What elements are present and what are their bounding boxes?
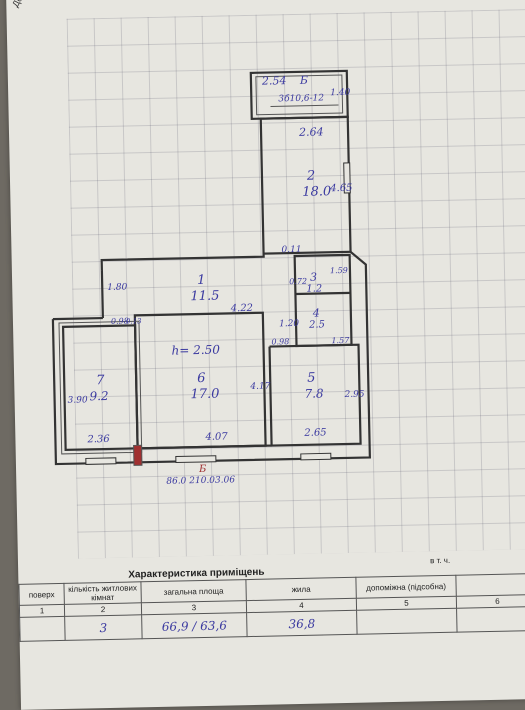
room-6-ceiling-height: h= 2.50 <box>171 343 220 358</box>
entrance-note: 86.0 210.03.06 <box>166 475 235 486</box>
room-3-number: 3 <box>310 271 317 284</box>
room-7-outline <box>61 324 139 451</box>
room-2-number: 2 <box>306 169 316 184</box>
col-floor: поверх <box>18 583 65 606</box>
col-extra <box>455 573 525 597</box>
col-total-area: загальна площа <box>140 579 247 603</box>
floor-plan: 2.54 Б 1.40 3б10,6-12 2.64 2 18.0 4.65 1… <box>51 69 371 487</box>
room-4-area: 2.5 <box>308 319 325 330</box>
room-1-area: 11.5 <box>190 289 219 305</box>
room-1-top-wall <box>100 253 265 271</box>
room-5-width: 2.65 <box>303 427 326 438</box>
room-2-height: 4.65 <box>329 183 352 194</box>
misc-dim-1: 0.11 <box>281 245 301 255</box>
misc-dim-4: 0.13 <box>126 317 142 325</box>
room-1-dim2: 1.80 <box>107 283 128 293</box>
value-total-area: 66,9 / 63,6 <box>141 612 248 639</box>
room-2-width: 2.64 <box>298 125 324 139</box>
document-sheet: 2.54 Б 1.40 3б10,6-12 2.64 2 18.0 4.65 1… <box>6 0 525 710</box>
misc-dim-3: 0.98 <box>111 317 129 326</box>
room-6-number: 6 <box>197 371 206 386</box>
room-7-number: 7 <box>96 373 105 388</box>
room-6-height: 4.17 <box>249 382 271 392</box>
room-6-width: 4.07 <box>204 431 228 442</box>
room-5-area: 7.8 <box>304 386 324 400</box>
room-4-number: 4 <box>312 306 320 319</box>
room-7-height: 3.90 <box>68 395 89 405</box>
room-2-area: 18.0 <box>302 184 331 200</box>
col-living-area: жила <box>245 577 357 601</box>
value-rooms: 3 <box>64 614 143 641</box>
room-characteristics-table: поверх кількість житлових кімнат загальн… <box>18 573 525 642</box>
col-rooms: кількість житлових кімнат <box>63 581 142 605</box>
col-num-1: 1 <box>19 604 65 618</box>
room-4-dim2: 1.20 <box>279 319 300 329</box>
balcony-depth: 1.40 <box>330 88 351 98</box>
room-5-number: 5 <box>307 371 316 386</box>
room-1-dim: 4.22 <box>230 303 253 314</box>
misc-dim-2: 0.98 <box>271 337 289 346</box>
room-6-area: 17.0 <box>190 387 219 403</box>
value-living-area: 36,8 <box>246 610 358 637</box>
col-aux-area: допоміжна (підсобна) <box>355 575 457 599</box>
balcony-width: 2.54 <box>261 74 287 88</box>
room-1-number: 1 <box>197 273 206 288</box>
room-4-dim: 1.57 <box>331 336 350 345</box>
room-7-area: 9.2 <box>89 389 108 403</box>
balcony-label: Б <box>299 74 308 87</box>
entrance-label: Б <box>198 464 207 475</box>
table-subheader: в т. ч. <box>429 555 451 566</box>
room-3-dim: 0.72 <box>289 277 307 286</box>
room-3-area: 1.2 <box>306 283 322 294</box>
room-7-width: 2.36 <box>86 434 110 445</box>
room-3-dim2: 1.59 <box>330 266 348 275</box>
room-5-outline <box>268 343 362 447</box>
room-5-height: 2.95 <box>343 390 365 400</box>
balcony-note: 3б10,6-12 <box>278 92 324 104</box>
